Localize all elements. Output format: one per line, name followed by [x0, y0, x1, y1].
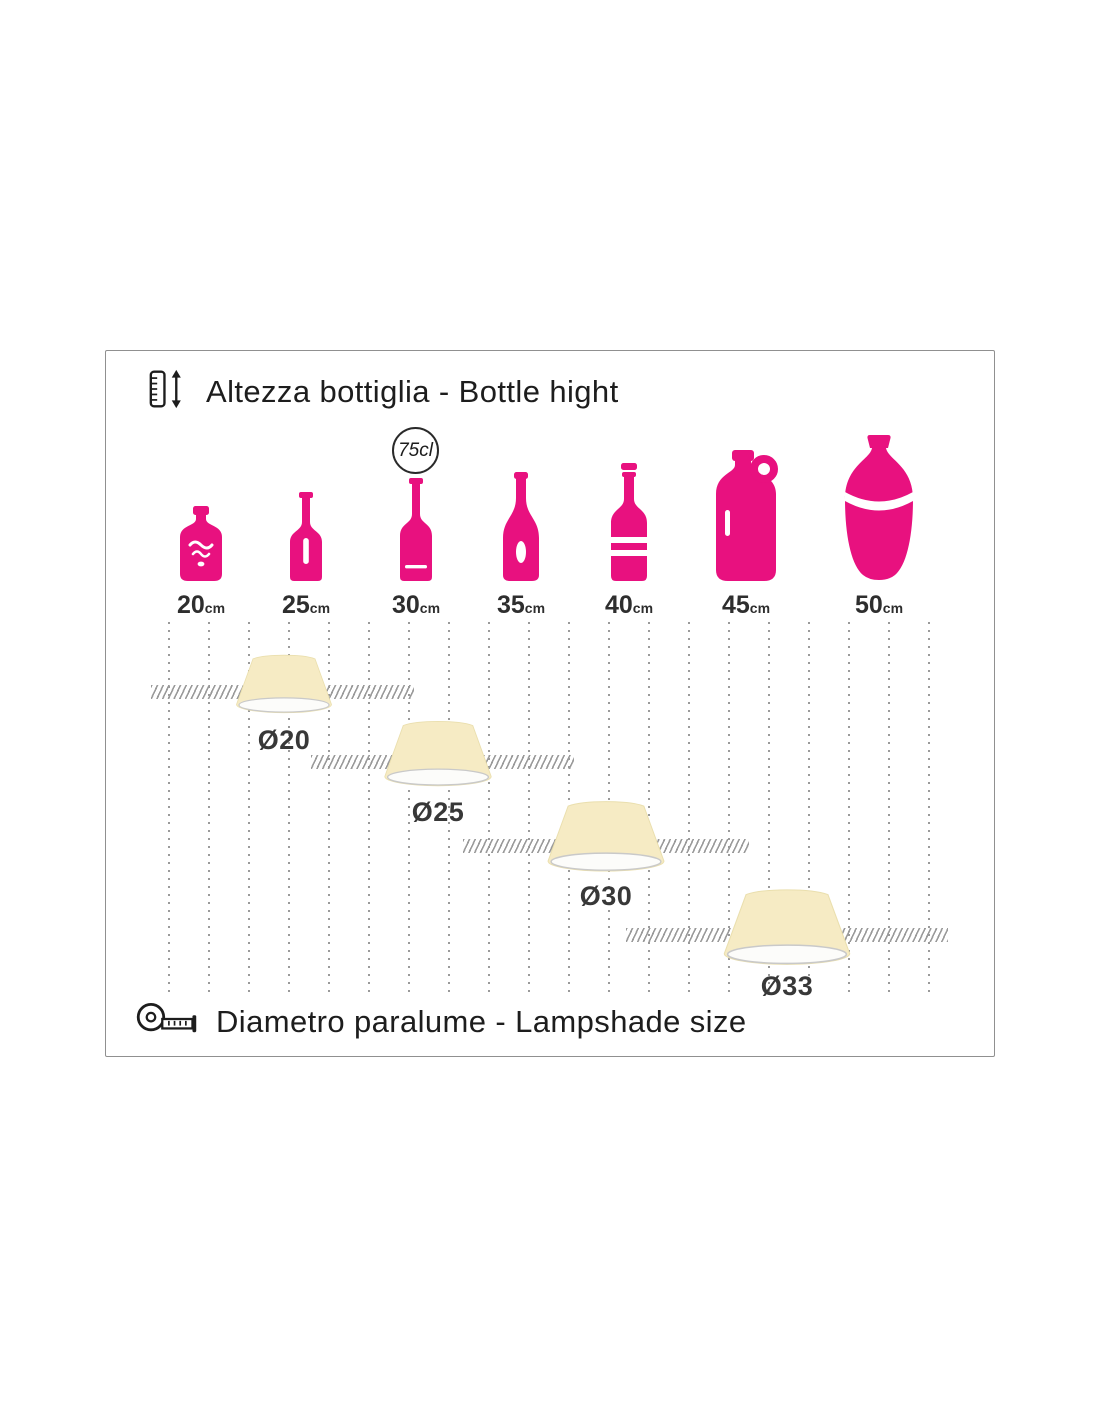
lampshade-30-label: Ø30 [579, 881, 633, 911]
bottle-40cm-label: 40cm [604, 591, 654, 619]
bottle-40cm-icon [606, 463, 652, 584]
bottle-45cm-jug-icon [708, 450, 784, 584]
bottle-25cm-icon [286, 492, 326, 584]
bottle-35cm-label: 35cm [496, 591, 546, 619]
bottle-20cm-label: 20cm [176, 591, 226, 619]
bottle-height-header: Altezza bottiglia - Bottle hight [148, 369, 619, 414]
lampshade-size-title: Diametro paralume - Lampshade size [216, 1003, 747, 1039]
lampshade-25-label: Ø25 [411, 797, 465, 827]
measuring-tape-icon [134, 999, 200, 1044]
lampshade-20-icon [234, 653, 334, 721]
bottle-45cm-label: 45cm [721, 591, 771, 619]
bottle-30cm-icon [396, 478, 436, 584]
lampshade-20-label: Ø20 [257, 725, 311, 755]
badge-75cl: 75cl [392, 427, 439, 474]
lampshade-25-icon [382, 719, 494, 795]
bottle-30cm-label: 30cm [391, 591, 441, 619]
bottle-35cm-icon [499, 472, 543, 584]
lampshade-33-label: Ø33 [760, 971, 814, 1001]
lampshade-30-icon [545, 799, 667, 881]
bottle-height-ruler-icon [148, 369, 190, 414]
bottle-20cm-flask-icon [177, 506, 225, 584]
bottle-50cm-label: 50cm [854, 591, 904, 619]
bottle-height-title: Altezza bottiglia - Bottle hight [206, 373, 619, 409]
bottle-25cm-label: 25cm [281, 591, 331, 619]
lampshade-33-icon [721, 887, 853, 975]
badge-75cl-label: 75cl [398, 439, 433, 461]
lampshade-size-footer: Diametro paralume - Lampshade size [134, 999, 747, 1044]
bottle-50cm-demijohn-icon [833, 435, 925, 584]
size-chart-panel: Altezza bottiglia - Bottle hight 75cl [105, 350, 995, 1057]
